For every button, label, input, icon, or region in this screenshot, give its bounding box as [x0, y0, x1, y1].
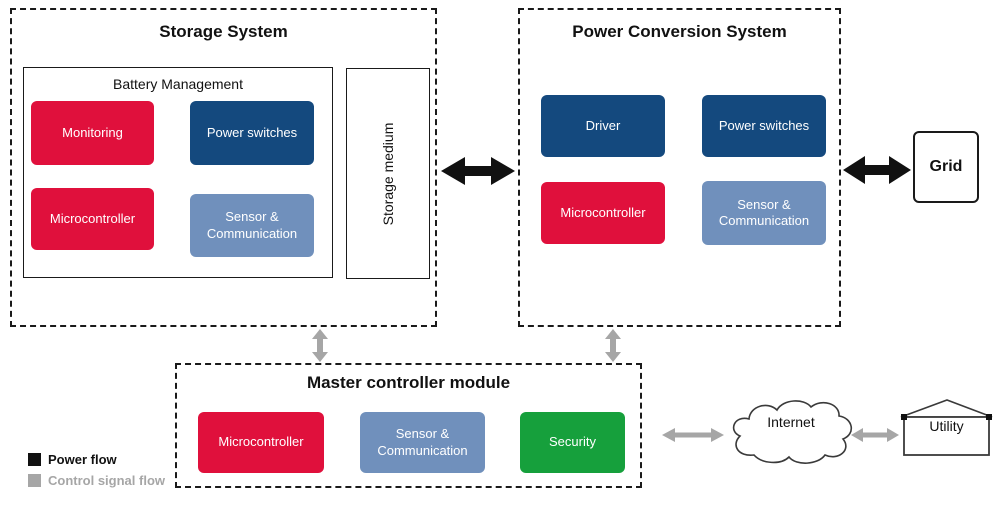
grid-box: Grid: [913, 131, 979, 203]
power-flow-arrow-pcs-grid: [843, 156, 911, 184]
internet-label: Internet: [767, 414, 815, 430]
battery-management-title: Battery Management: [113, 76, 243, 92]
storage-medium-box: Storage medium: [346, 68, 430, 279]
control-signal-flow-swatch: [28, 474, 41, 487]
cloud-icon: [732, 400, 852, 464]
legend-control-signal-flow-label: Control signal flow: [48, 473, 165, 488]
control-flow-arrow-mcm-internet: [662, 428, 724, 442]
grid-label: Grid: [929, 158, 963, 175]
block-power-switches-storage: Power switches: [190, 101, 314, 165]
block-power-switches-pcs: Power switches: [702, 95, 826, 157]
control-flow-arrow-storage-mcm: [312, 329, 328, 362]
legend-item-control-signal-flow: Control signal flow: [28, 473, 165, 488]
block-microcontroller-mcm: Microcontroller: [198, 412, 324, 473]
block-microcontroller-pcs: Microcontroller: [541, 182, 665, 244]
block-driver: Driver: [541, 95, 665, 157]
house-icon: [900, 399, 993, 456]
legend-power-flow-label: Power flow: [48, 452, 117, 467]
legend-item-power-flow: Power flow: [28, 452, 117, 467]
block-sensor-communication-pcs: Sensor & Communication: [702, 181, 826, 245]
storage-system-container: Storage System Battery Management Monito…: [10, 8, 437, 327]
power-flow-swatch: [28, 453, 41, 466]
power-flow-arrow-storage-pcs: [441, 157, 515, 185]
master-controller-module-title: Master controller module: [306, 373, 511, 392]
block-sensor-communication-storage: Sensor & Communication: [190, 194, 314, 257]
power-conversion-system-title: Power Conversion System: [572, 22, 787, 41]
utility-label: Utility: [929, 418, 964, 434]
storage-system-title: Storage System: [159, 22, 288, 41]
internet-cloud: Internet: [726, 395, 856, 471]
storage-medium-label: Storage medium: [380, 122, 396, 225]
block-sensor-communication-mcm: Sensor & Communication: [360, 412, 485, 473]
utility-house: Utility: [899, 397, 994, 459]
power-conversion-system-container: Power Conversion System Driver Power swi…: [518, 8, 841, 327]
control-flow-arrow-pcs-mcm: [605, 329, 621, 362]
battery-management-container: Battery Management Monitoring Power swit…: [23, 67, 333, 278]
control-flow-arrow-internet-utility: [851, 428, 899, 442]
master-controller-module-container: Master controller module Microcontroller…: [175, 363, 642, 488]
block-monitoring: Monitoring: [31, 101, 154, 165]
block-microcontroller-storage: Microcontroller: [31, 188, 154, 250]
block-security: Security: [520, 412, 625, 473]
